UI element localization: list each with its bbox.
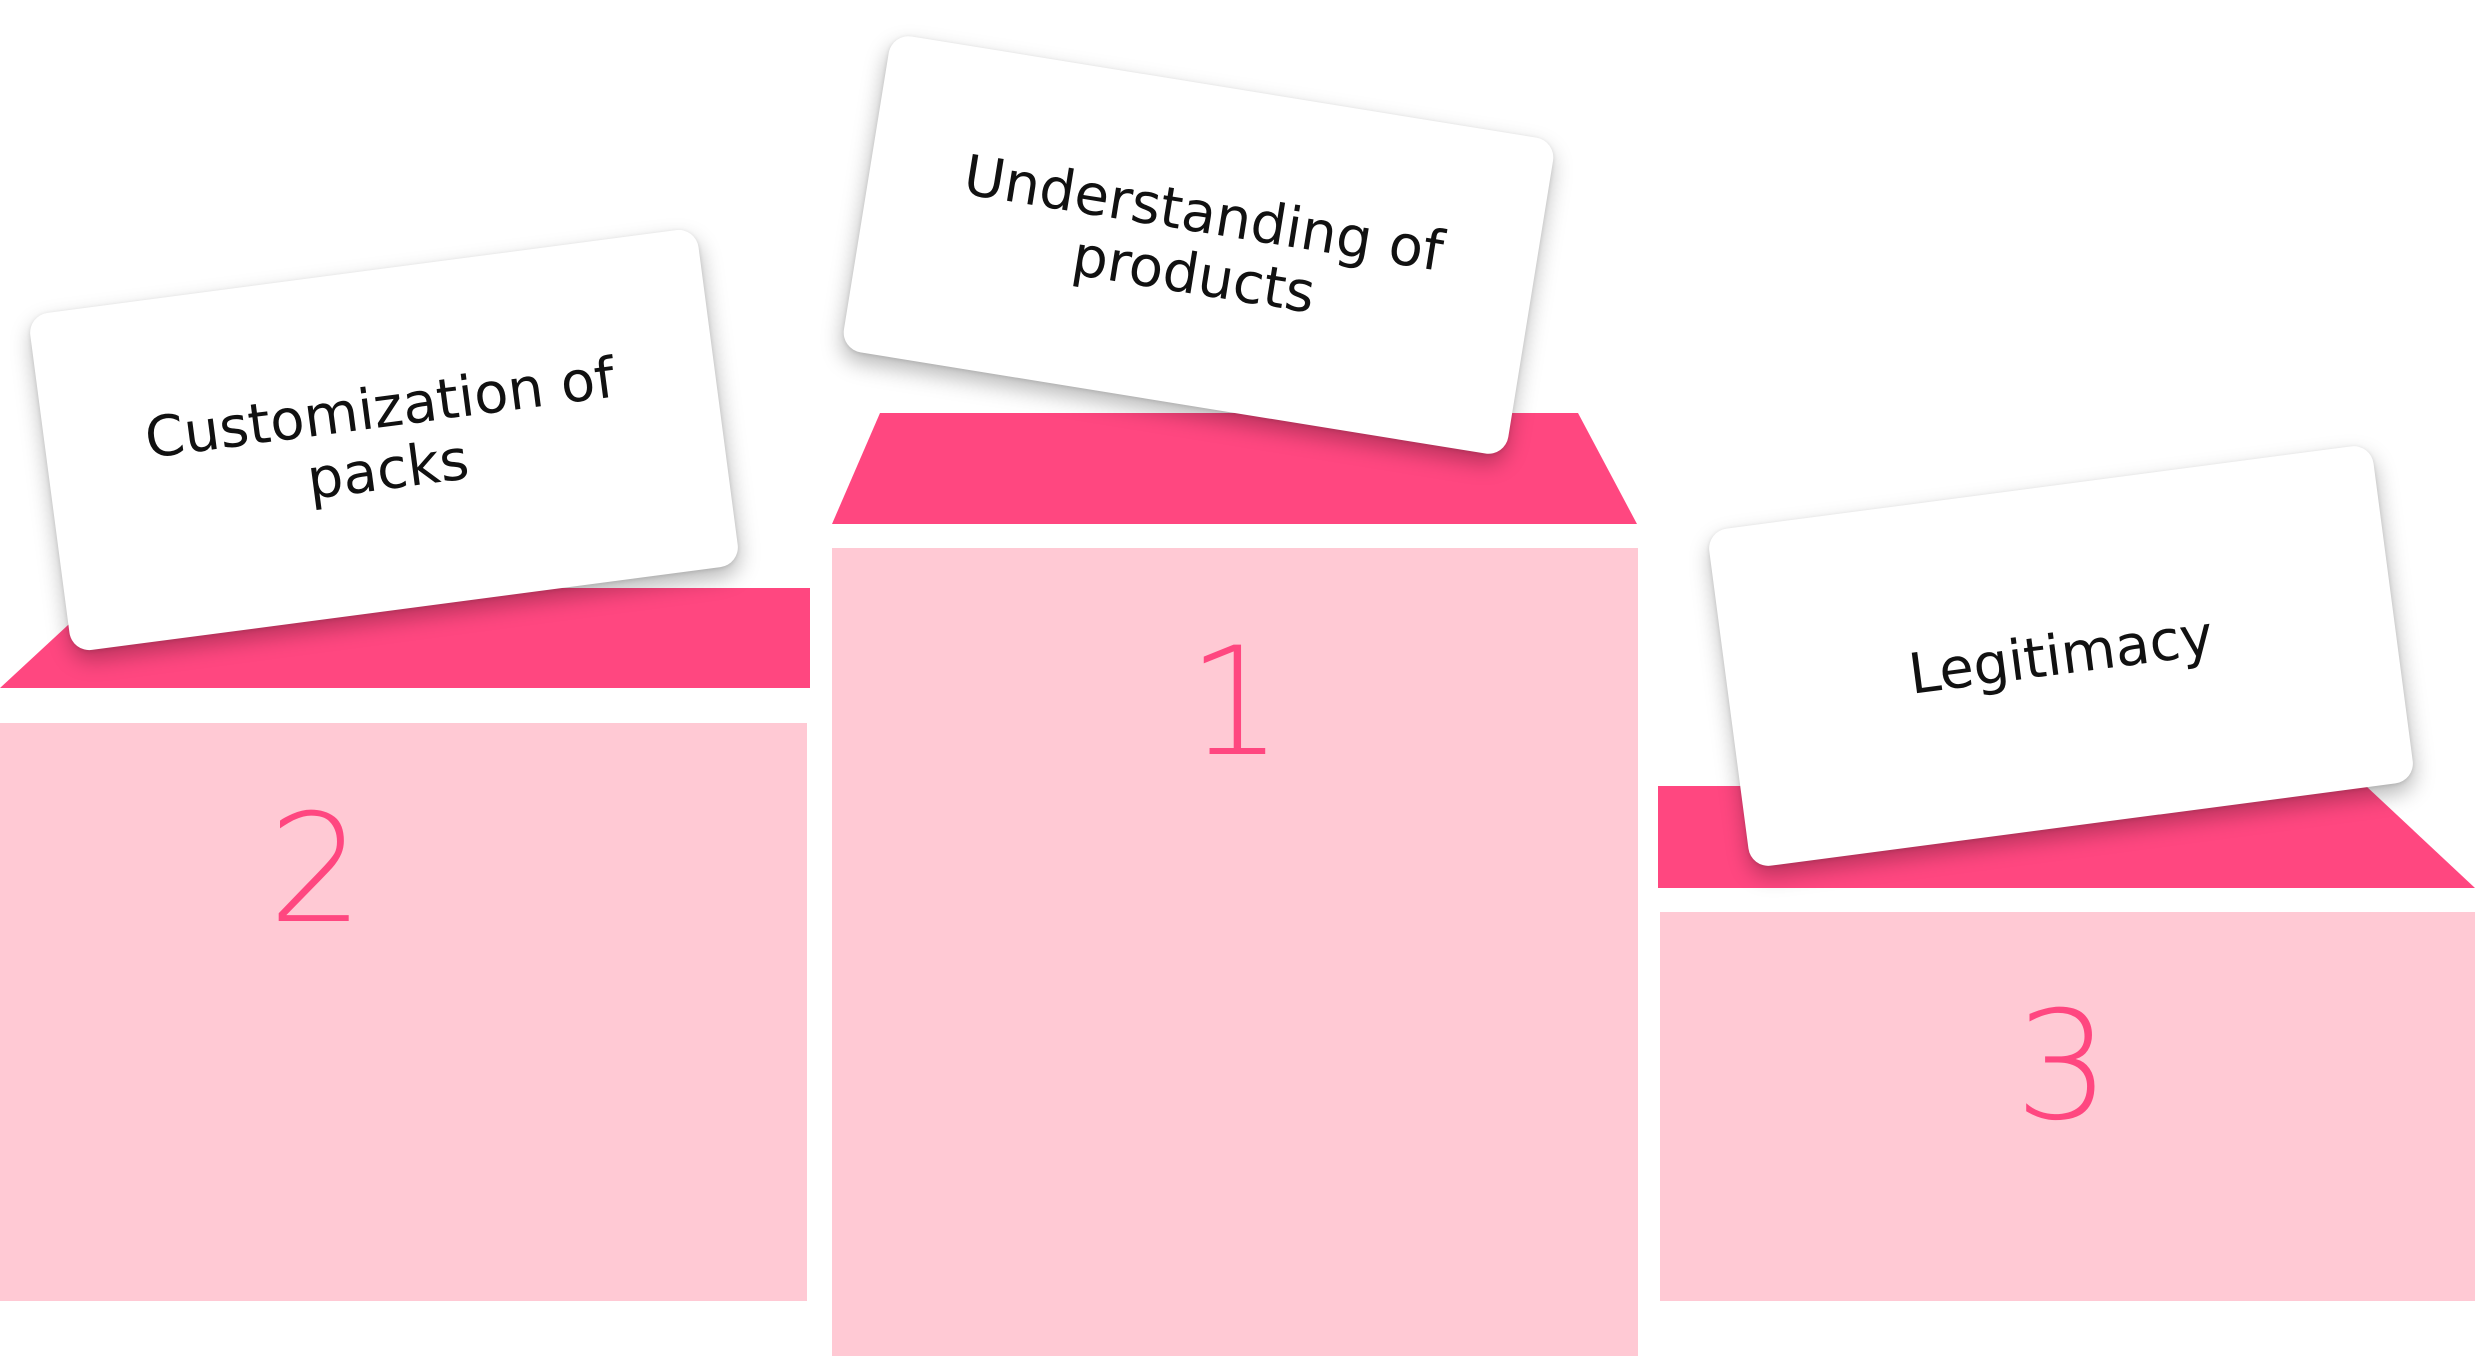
second-place-label: Customization of packs	[141, 346, 619, 514]
first-place-label: Understanding of products	[959, 143, 1448, 327]
third-place-label: Legitimacy	[1904, 603, 2217, 708]
third-place-rank: 3	[2014, 980, 2111, 1154]
first-place-top	[832, 413, 1637, 524]
second-place-rank: 2	[268, 783, 364, 957]
first-place-rank: 1	[1187, 616, 1283, 790]
second-place-block: 2	[0, 723, 807, 1301]
first-place-block: 1	[832, 548, 1638, 1356]
third-place-block: 3	[1660, 912, 2475, 1301]
